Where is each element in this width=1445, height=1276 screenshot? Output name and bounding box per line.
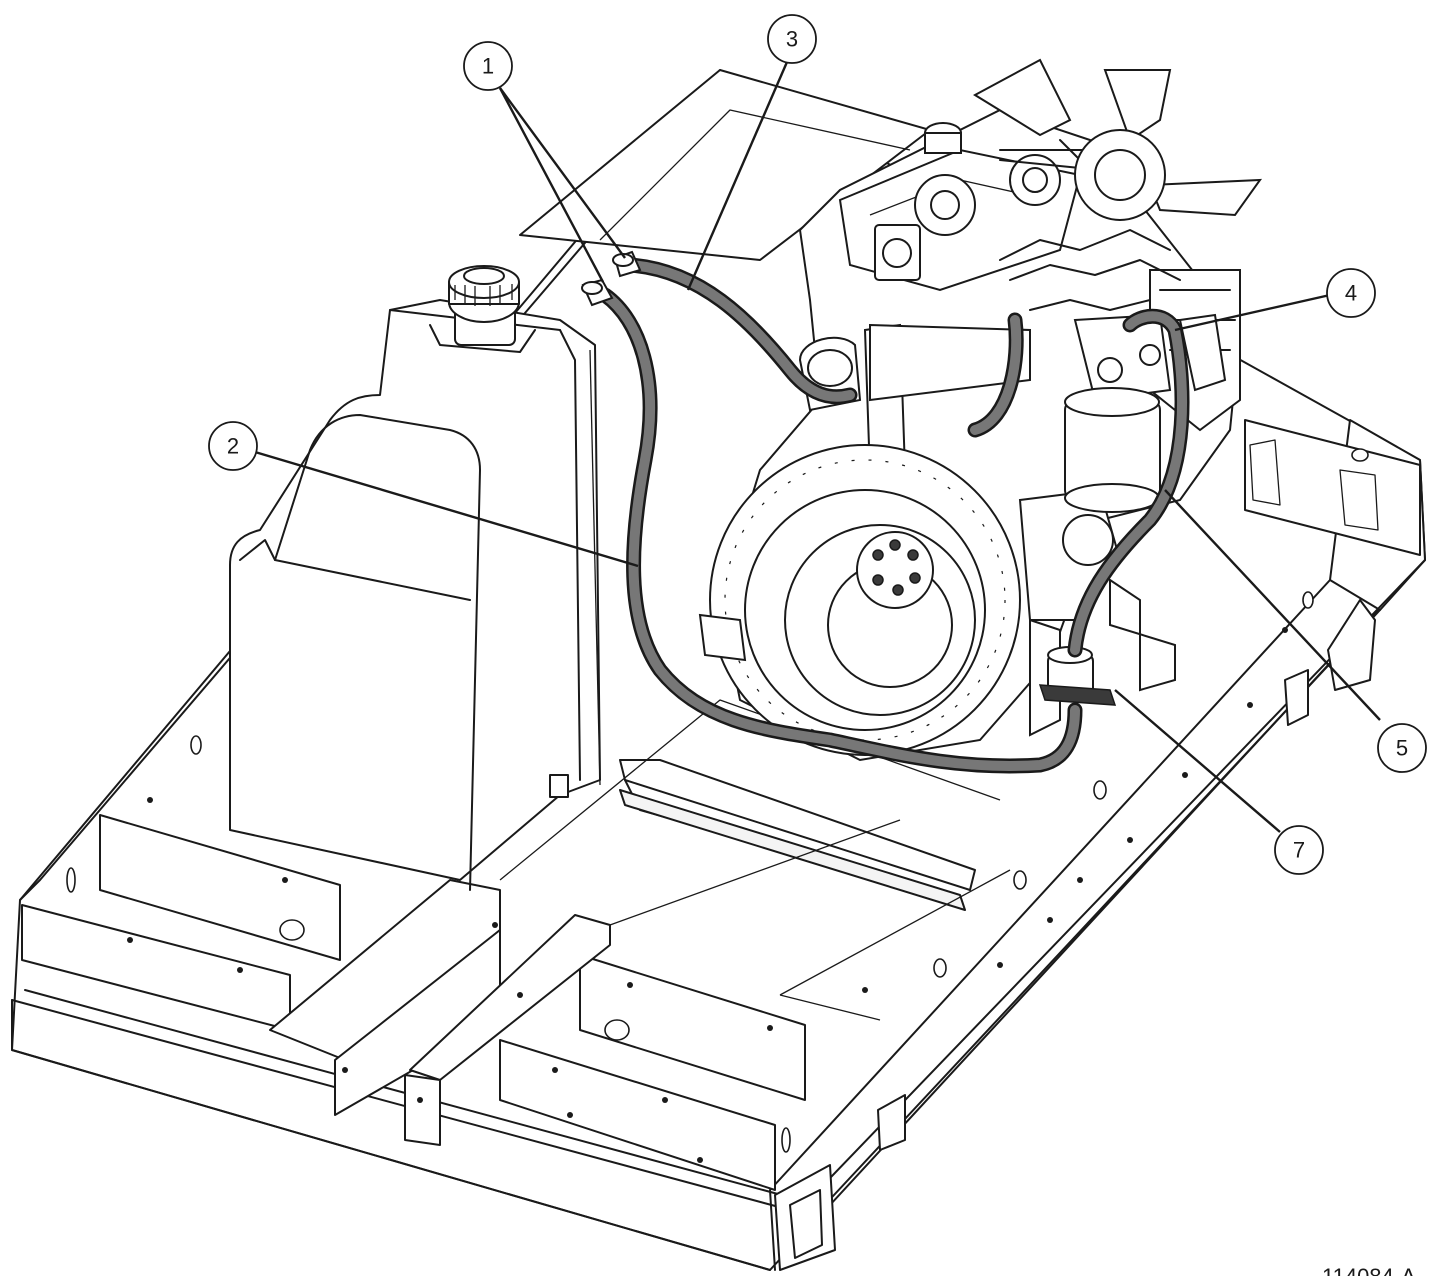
frame-holes [66, 448, 1369, 1163]
callout-4-label: 4 [1345, 281, 1357, 306]
fuel-filter [1064, 387, 1161, 513]
callout-3-label: 3 [786, 27, 798, 52]
hoses [581, 250, 1190, 774]
callout-7: 7 [1274, 825, 1324, 875]
callout-7-label: 7 [1293, 838, 1305, 863]
callout-5: 5 [1377, 723, 1427, 773]
callout-4: 4 [1326, 268, 1376, 318]
cooling-fan [972, 58, 1263, 221]
callout-1-label: 1 [482, 54, 494, 79]
callout-leaders [254, 61, 1381, 833]
water-separator [1038, 646, 1117, 706]
callout-2-label: 2 [227, 434, 239, 459]
filler-cap [448, 265, 520, 323]
callout-3: 3 [767, 14, 817, 64]
callout-1: 1 [463, 41, 513, 91]
drawing-id: 114084-A [1322, 1264, 1416, 1276]
callout-5-label: 5 [1396, 736, 1408, 761]
callout-2: 2 [208, 421, 258, 471]
